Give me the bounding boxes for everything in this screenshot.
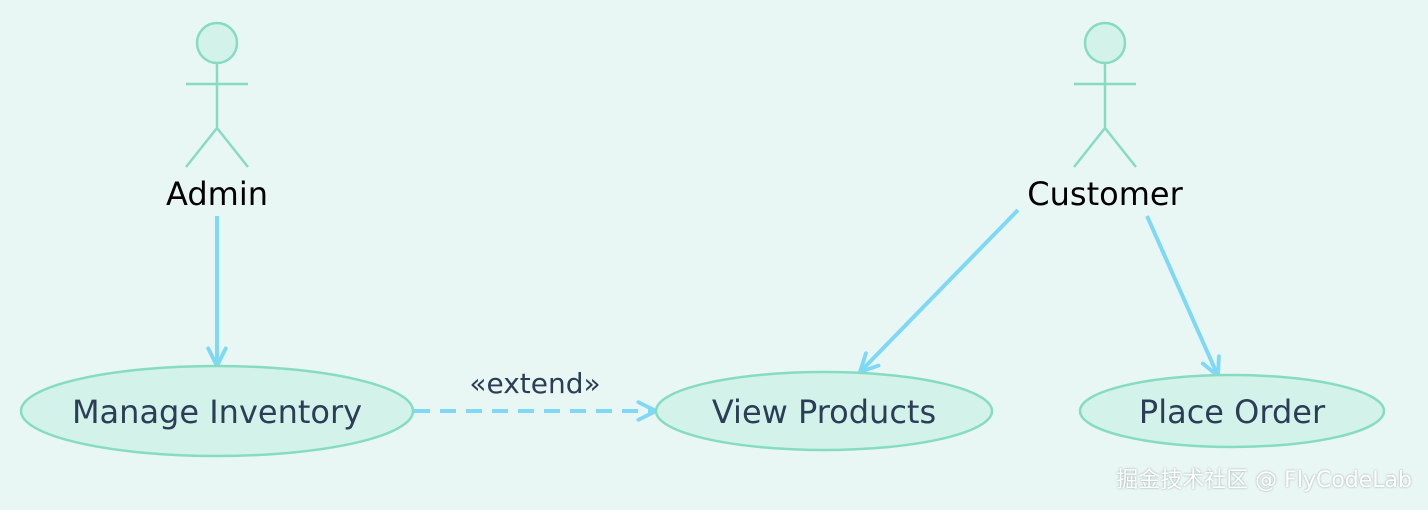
stick-figure-icon	[185, 21, 249, 168]
extend-label: «extend»	[469, 367, 600, 400]
use-case-manage-inventory-label: Manage Inventory	[72, 393, 362, 431]
use-case-place-order: Place Order	[1078, 373, 1386, 449]
use-case-view-products: View Products	[654, 370, 994, 452]
actor-customer-label: Customer	[1027, 175, 1183, 213]
actor-customer: Customer	[1027, 21, 1184, 213]
stick-figure-icon	[1073, 21, 1137, 168]
watermark: 掘金技术社区 @ FlyCodeLab	[1116, 468, 1412, 493]
use-case-view-products-label: View Products	[712, 393, 936, 431]
use-case-place-order-label: Place Order	[1139, 393, 1326, 431]
use-case-manage-inventory: Manage Inventory	[19, 364, 415, 458]
relation-customer-view-products	[858, 208, 1020, 374]
relations: «extend»	[206, 208, 1221, 422]
actor-admin: Admin	[166, 21, 268, 213]
relation-customer-place-order	[1145, 215, 1221, 378]
actor-admin-label: Admin	[166, 175, 268, 213]
